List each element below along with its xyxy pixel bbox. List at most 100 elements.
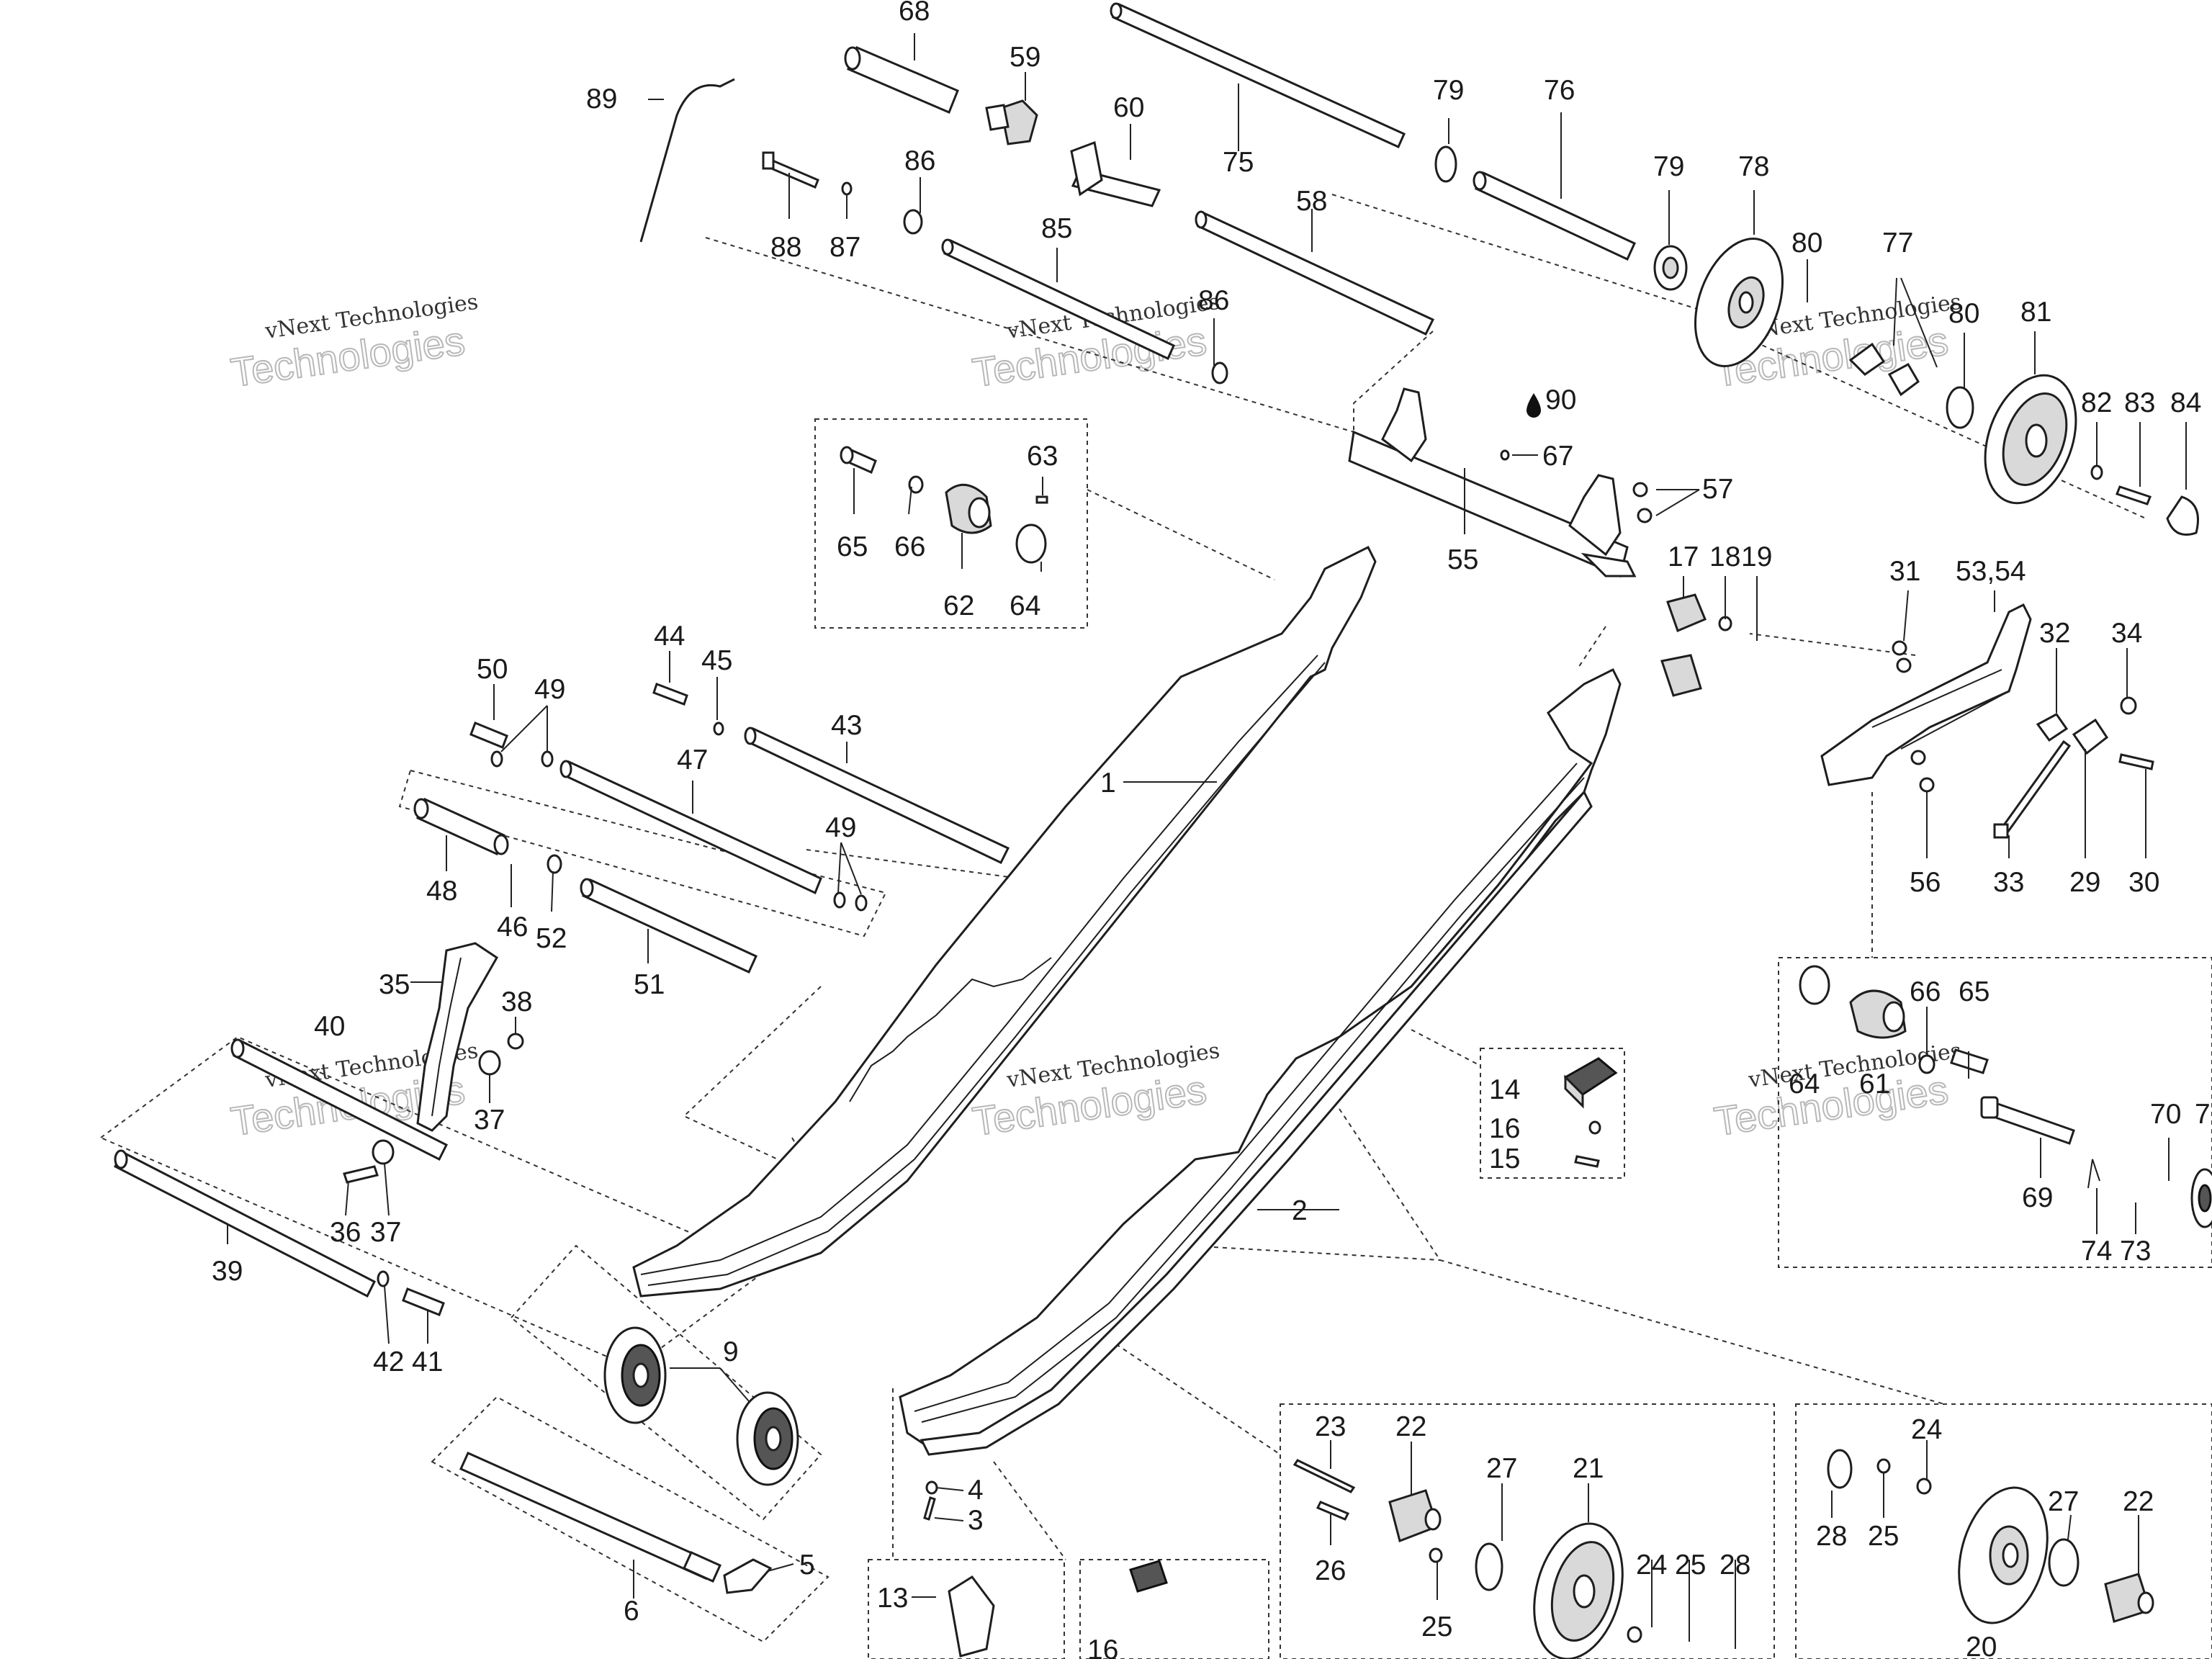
callout-66a: 66 bbox=[894, 531, 925, 562]
callout-86b: 86 bbox=[1198, 285, 1229, 316]
nut-57 bbox=[1632, 482, 1653, 523]
nut-25 bbox=[1429, 1458, 1891, 1563]
callout-24a: 24 bbox=[1636, 1550, 1667, 1581]
callout-48: 48 bbox=[426, 876, 457, 907]
nut-86b bbox=[1211, 361, 1228, 385]
callout-labels: 68 59 60 75 79 76 79 78 80 77 80 81 82 8… bbox=[212, 0, 2212, 1659]
washer-49a bbox=[490, 750, 503, 768]
block-16-small bbox=[1129, 1560, 1168, 1593]
slider-17 bbox=[1666, 593, 1707, 633]
callout-6: 6 bbox=[624, 1596, 639, 1627]
callout-47: 47 bbox=[677, 745, 708, 775]
callout-65a: 65 bbox=[837, 531, 868, 562]
nut-56 bbox=[1910, 750, 1935, 793]
bracket-53-54 bbox=[1820, 603, 2032, 786]
callout-69: 69 bbox=[2022, 1182, 2053, 1213]
callout-76: 76 bbox=[1544, 75, 1575, 106]
bracket-13 bbox=[948, 1575, 995, 1658]
group-box-9 bbox=[510, 1244, 822, 1521]
callout-83: 83 bbox=[2124, 387, 2155, 418]
dash-line bbox=[1699, 316, 2146, 519]
bearing-80 bbox=[1946, 386, 1974, 429]
callout-19: 19 bbox=[1741, 541, 1772, 572]
callout-29: 29 bbox=[2069, 867, 2100, 898]
callout-39: 39 bbox=[212, 1256, 243, 1287]
callout-78: 78 bbox=[1738, 151, 1769, 182]
callout-80b: 80 bbox=[1948, 298, 1979, 329]
bolt-30 bbox=[2118, 753, 2154, 770]
group-box-39 bbox=[99, 1035, 772, 1370]
callout-63: 63 bbox=[1027, 441, 1058, 472]
bolt-23 bbox=[1292, 1459, 1356, 1493]
callout-49b: 49 bbox=[825, 812, 856, 843]
shaft-39 bbox=[113, 1149, 377, 1298]
block-14 bbox=[1563, 1057, 1618, 1109]
fitting-67 bbox=[1500, 449, 1510, 461]
dash-line bbox=[1331, 194, 1700, 310]
callout-2: 2 bbox=[1292, 1195, 1308, 1226]
callout-4: 4 bbox=[968, 1475, 984, 1506]
tube-48 bbox=[413, 797, 509, 856]
watermark-6: Technologies vNext Technologies bbox=[1711, 1038, 1963, 1145]
callout-68: 68 bbox=[899, 0, 930, 27]
callout-51: 51 bbox=[634, 969, 665, 1000]
dash-line bbox=[1108, 1339, 1281, 1455]
drop-icon bbox=[1527, 393, 1541, 418]
dash-line bbox=[1339, 1108, 1945, 1405]
callout-27b: 27 bbox=[2048, 1486, 2079, 1517]
bolt-41 bbox=[402, 1287, 445, 1316]
callout-23: 23 bbox=[1315, 1411, 1346, 1442]
watermark-1: Technologies vNext Technologies bbox=[228, 289, 480, 396]
callout-27a: 27 bbox=[1486, 1453, 1517, 1484]
wheel-partial-71 bbox=[2190, 1168, 2212, 1228]
callout-62: 62 bbox=[943, 590, 974, 621]
shaft-69 bbox=[1980, 1096, 2075, 1145]
callout-1: 1 bbox=[1100, 768, 1116, 799]
callout-75: 75 bbox=[1223, 147, 1254, 178]
dash-line bbox=[1576, 626, 1606, 670]
bolt-26 bbox=[1316, 1501, 1350, 1521]
washer-66-group bbox=[908, 475, 924, 494]
leader-lines bbox=[227, 33, 2187, 1649]
shaft-43 bbox=[744, 727, 1010, 864]
dash-line bbox=[1749, 633, 1916, 656]
callout-88: 88 bbox=[770, 232, 801, 263]
washer-79a bbox=[1434, 145, 1457, 183]
group-box-14-16 bbox=[1480, 1048, 1625, 1179]
callout-42: 42 bbox=[373, 1346, 404, 1377]
callout-25b: 25 bbox=[1675, 1550, 1706, 1581]
callout-31: 31 bbox=[1889, 556, 1920, 587]
frame-55 bbox=[1348, 387, 1637, 578]
callout-64b: 64 bbox=[1789, 1069, 1820, 1100]
callout-40: 40 bbox=[314, 1011, 345, 1042]
bushing-61 bbox=[1849, 989, 1907, 1039]
ring-27a bbox=[1475, 1542, 1503, 1591]
callout-33: 33 bbox=[1993, 867, 2024, 898]
wire-89 bbox=[639, 78, 735, 243]
nut-34 bbox=[2120, 696, 2137, 715]
pin-63 bbox=[1035, 495, 1048, 504]
clip-32 bbox=[2036, 713, 2069, 742]
cap-22a bbox=[1388, 1489, 1442, 1543]
bolt-44 bbox=[652, 683, 688, 706]
dash-line bbox=[683, 986, 822, 1160]
callout-28a: 28 bbox=[1719, 1550, 1750, 1581]
callout-16a: 16 bbox=[1489, 1113, 1520, 1144]
ring-27b bbox=[2048, 1538, 2080, 1587]
washer-87 bbox=[841, 181, 853, 196]
callout-16b: 16 bbox=[1087, 1635, 1118, 1659]
wheel-78 bbox=[1694, 238, 1784, 367]
nut-86a bbox=[903, 209, 923, 235]
shaft-47 bbox=[559, 760, 822, 895]
dash-line bbox=[1187, 1245, 1441, 1261]
wheel-81 bbox=[1984, 374, 2077, 505]
clip-29 bbox=[2072, 718, 2109, 755]
callout-41: 41 bbox=[412, 1346, 443, 1377]
washer-49b bbox=[541, 750, 554, 768]
group-box-47-49 bbox=[398, 769, 887, 938]
washer-49d bbox=[855, 894, 868, 912]
clip-77 bbox=[1848, 342, 1920, 397]
callout-61: 61 bbox=[1859, 1069, 1890, 1100]
callout-32: 32 bbox=[2039, 618, 2070, 649]
shaft-75 bbox=[1110, 2, 1406, 148]
